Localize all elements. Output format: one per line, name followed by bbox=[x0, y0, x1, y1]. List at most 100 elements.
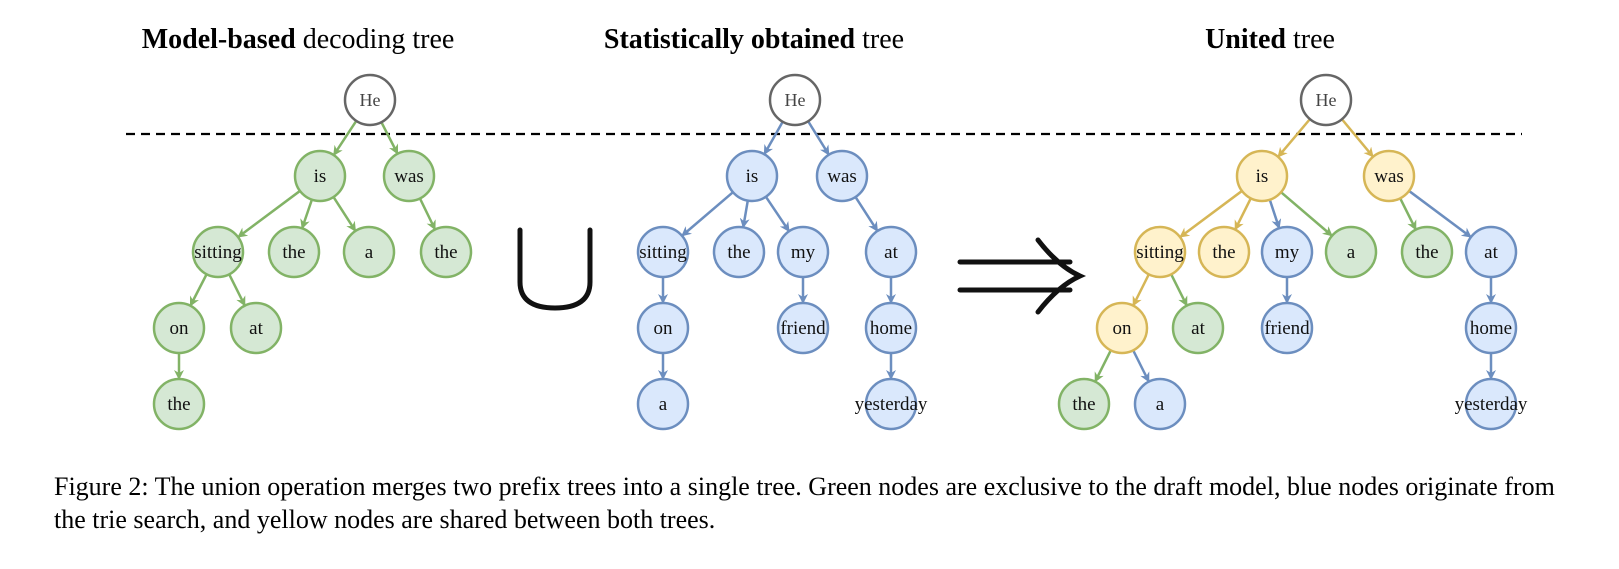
united-node-label-at2: at bbox=[1484, 242, 1498, 263]
model-edge-He-to-was bbox=[380, 121, 399, 155]
united-node-circle-was bbox=[1362, 149, 1416, 203]
model-node-label-is: is bbox=[314, 166, 327, 187]
united-node-label-friend: friend bbox=[1264, 318, 1310, 339]
model-node-circle-was bbox=[382, 149, 436, 203]
united-node-label-a1: a bbox=[1347, 242, 1356, 263]
model-node-the3: the bbox=[152, 377, 206, 431]
united-node-circle-my bbox=[1260, 225, 1314, 279]
statistical-edge-was-to-at1 bbox=[854, 196, 878, 232]
statistical-edge-is-to-my bbox=[764, 196, 790, 233]
united-node-circle-home bbox=[1464, 301, 1518, 355]
tree-diagram: He is was sitting the a the on at the He is was sitti… bbox=[126, 73, 1528, 431]
statistical-node-label-on: on bbox=[654, 318, 674, 339]
edges-layer bbox=[174, 118, 1496, 383]
title-statistical-bold: Statistically obtained bbox=[603, 24, 856, 55]
model-node-circle-is bbox=[293, 149, 347, 203]
model-node-a1: a bbox=[342, 225, 396, 279]
united-node-circle-the2 bbox=[1400, 225, 1454, 279]
model-node-label-was: was bbox=[394, 166, 424, 187]
united-edge-is-to-my bbox=[1268, 199, 1282, 230]
united-node-label-yesterday: yesterday bbox=[1455, 394, 1528, 415]
statistical-node-yesterday: yesterday bbox=[855, 377, 928, 431]
model-node-circle-at1 bbox=[229, 301, 283, 355]
model-node-the2: the bbox=[419, 225, 473, 279]
statistical-node-sitting: sitting bbox=[636, 225, 690, 279]
statistical-node-label-sitting: sitting bbox=[639, 242, 687, 263]
model-node-circle-sitting bbox=[191, 225, 245, 279]
model-node-circle-the1 bbox=[267, 225, 321, 279]
statistical-node-circle-He bbox=[768, 73, 822, 127]
united-node-sitting: sitting bbox=[1133, 225, 1187, 279]
united-node-label-the3: the bbox=[1072, 394, 1095, 415]
statistical-node-circle-yesterday bbox=[864, 377, 918, 431]
united-node-label-a2: a bbox=[1156, 394, 1165, 415]
statistical-edge-is-to-the1 bbox=[739, 200, 750, 229]
statistical-edge-He-to-was bbox=[807, 120, 830, 156]
statistical-node-label-home: home bbox=[870, 318, 912, 339]
united-node-yesterday: yesterday bbox=[1455, 377, 1528, 431]
united-edge-is-to-sitting bbox=[1179, 189, 1243, 238]
title-statistical-tree: Statistically obtained tree bbox=[604, 24, 904, 56]
statistical-node-circle-sitting bbox=[636, 225, 690, 279]
united-edge-was-to-the2 bbox=[1399, 197, 1417, 231]
statistical-node-on: on bbox=[636, 301, 690, 355]
united-node-a2: a bbox=[1133, 377, 1187, 431]
united-node-circle-is bbox=[1235, 149, 1289, 203]
statistical-node-my: my bbox=[776, 225, 830, 279]
model-node-at1: at bbox=[229, 301, 283, 355]
statistical-node-circle-was bbox=[815, 149, 869, 203]
statistical-node-label-at1: at bbox=[884, 242, 898, 263]
model-node-label-the2: the bbox=[434, 242, 457, 263]
statistical-node-circle-is bbox=[725, 149, 779, 203]
united-node-circle-sitting bbox=[1133, 225, 1187, 279]
united-node-circle-the3 bbox=[1057, 377, 1111, 431]
united-node-the3: the bbox=[1057, 377, 1111, 431]
statistical-node-home: home bbox=[864, 301, 918, 355]
model-edge-was-to-the2 bbox=[418, 197, 436, 231]
united-edge-is-to-a1 bbox=[1280, 191, 1333, 237]
united-edge-He-to-is bbox=[1277, 118, 1311, 158]
model-edge-is-to-sitting bbox=[237, 189, 301, 238]
model-node-circle-the3 bbox=[152, 377, 206, 431]
united-edge-He-to-was bbox=[1340, 118, 1374, 158]
united-node-label-is: is bbox=[1256, 166, 1269, 187]
united-node-label-the1: the bbox=[1212, 242, 1235, 263]
united-node-label-home: home bbox=[1470, 318, 1512, 339]
model-node-circle-a1 bbox=[342, 225, 396, 279]
united-edge-on-to-a2 bbox=[1132, 349, 1150, 383]
united-node-circle-on bbox=[1095, 301, 1149, 355]
united-node-label-on: on bbox=[1113, 318, 1133, 339]
united-edge-on-to-the3 bbox=[1094, 349, 1112, 383]
united-node-circle-friend bbox=[1260, 301, 1314, 355]
model-node-circle-He bbox=[343, 73, 397, 127]
united-node-home: home bbox=[1464, 301, 1518, 355]
statistical-node-at1: at bbox=[864, 225, 918, 279]
united-node-is: is bbox=[1235, 149, 1289, 203]
statistical-node-circle-my bbox=[776, 225, 830, 279]
model-node-label-a1: a bbox=[365, 242, 374, 263]
title-model-based-bold: Model-based bbox=[141, 24, 296, 55]
united-node-at2: at bbox=[1464, 225, 1518, 279]
model-edge-is-to-a1 bbox=[332, 196, 356, 232]
model-node-He: He bbox=[343, 73, 397, 127]
model-node-is: is bbox=[293, 149, 347, 203]
united-edge-is-to-the1 bbox=[1234, 197, 1252, 231]
united-node-on: on bbox=[1095, 301, 1149, 355]
united-node-label-sitting: sitting bbox=[1136, 242, 1184, 263]
model-edge-He-to-is bbox=[333, 120, 358, 156]
united-node-my: my bbox=[1260, 225, 1314, 279]
united-edge-was-to-at2 bbox=[1408, 189, 1472, 238]
union-symbol bbox=[517, 227, 593, 311]
statistical-node-circle-the1 bbox=[712, 225, 766, 279]
united-node-circle-at2 bbox=[1464, 225, 1518, 279]
model-node-label-at1: at bbox=[249, 318, 263, 339]
statistical-node-He: He bbox=[768, 73, 822, 127]
model-node-label-the3: the bbox=[167, 394, 190, 415]
united-node-label-was: was bbox=[1374, 166, 1404, 187]
statistical-node-circle-at1 bbox=[864, 225, 918, 279]
united-node-label-the2: the bbox=[1415, 242, 1438, 263]
title-model-based-tree: Model-based decoding tree bbox=[142, 24, 455, 56]
nodes-layer: He is was sitting the a the on at the He is was sitti… bbox=[152, 73, 1528, 431]
united-node-label-my: my bbox=[1275, 242, 1300, 263]
figure-caption: Figure 2: The union operation merges two… bbox=[54, 472, 1555, 534]
